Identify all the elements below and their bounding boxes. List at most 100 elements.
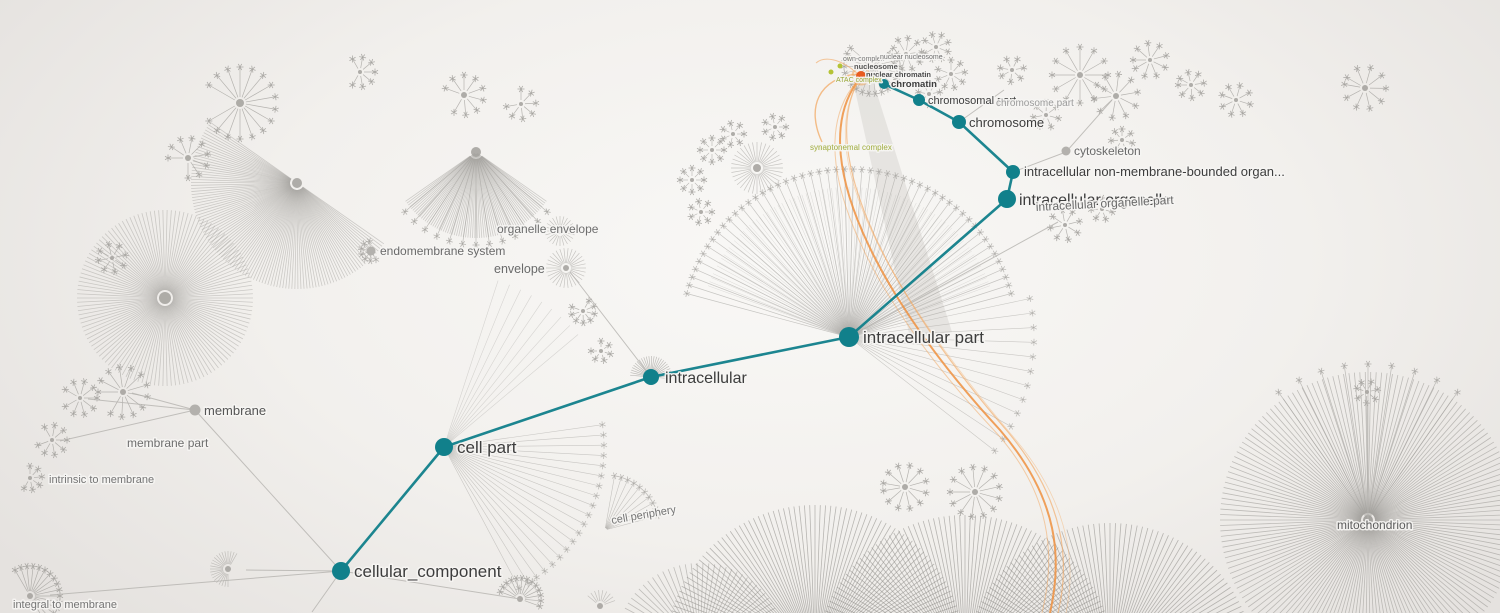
go-term-cluster[interactable]	[190, 121, 385, 289]
go-term-cluster[interactable]	[1087, 194, 1117, 223]
node-chromosomal-part[interactable]	[913, 94, 925, 106]
node-cell-part[interactable]	[435, 438, 453, 456]
cluster-core-node[interactable]	[731, 132, 735, 136]
cluster-core-node[interactable]	[1148, 58, 1152, 62]
cluster-core-node[interactable]	[1362, 85, 1368, 91]
node-label-membrane[interactable]: membrane	[203, 402, 268, 420]
go-term-cluster[interactable]	[61, 378, 101, 418]
cluster-core-node[interactable]	[690, 178, 694, 182]
go-term-cluster[interactable]	[1353, 378, 1382, 407]
go-term-cluster[interactable]	[545, 216, 575, 246]
cluster-core-node[interactable]	[185, 155, 191, 161]
node-intracellular-non-membrane-bounded-organelle[interactable]	[1006, 165, 1020, 179]
go-term-cluster[interactable]	[683, 165, 1015, 337]
go-term-cluster[interactable]	[921, 31, 952, 63]
node-label-cell-part[interactable]: cell part	[456, 437, 519, 459]
go-term-cluster[interactable]	[946, 463, 1003, 521]
node-label-cellular-component[interactable]: cellular_component	[353, 561, 504, 583]
go-term-cluster[interactable]	[441, 71, 487, 119]
go-term-cluster[interactable]	[401, 153, 551, 249]
cluster-core-node[interactable]	[949, 72, 953, 76]
node-chromosome[interactable]	[952, 115, 966, 129]
go-term-cluster[interactable]	[687, 197, 716, 227]
go-term-cluster[interactable]	[1340, 64, 1390, 112]
term-label-nuclear-chromatin[interactable]: nuclear chromatin	[865, 69, 933, 81]
cluster-core-node[interactable]	[563, 265, 569, 271]
cluster-core-node[interactable]	[1234, 98, 1238, 102]
go-term-cluster[interactable]	[587, 590, 616, 609]
go-term-cluster[interactable]	[676, 164, 708, 196]
cluster-core-node[interactable]	[236, 99, 244, 107]
go-term-cluster[interactable]	[568, 297, 599, 327]
cluster-core-node[interactable]	[1113, 93, 1119, 99]
cluster-core-node[interactable]	[27, 593, 33, 599]
cluster-core-node[interactable]	[519, 102, 523, 106]
go-term-cluster[interactable]	[11, 562, 64, 613]
cluster-core-node[interactable]	[927, 92, 931, 96]
highlight-dot[interactable]	[837, 63, 843, 69]
go-term-cluster[interactable]	[707, 187, 991, 337]
node-membrane[interactable]	[189, 404, 201, 416]
term-label-membrane-part[interactable]: membrane part	[126, 435, 211, 452]
go-term-cluster[interactable]	[934, 56, 969, 92]
go-term-cluster[interactable]	[34, 421, 71, 459]
go-term-cluster[interactable]	[357, 237, 380, 265]
go-term-cluster[interactable]	[1129, 39, 1170, 80]
cluster-core-node[interactable]	[1100, 207, 1104, 211]
node-label-cytoskeleton[interactable]: cytoskeleton	[1073, 143, 1143, 160]
node-endomembrane-system[interactable]	[366, 246, 376, 256]
go-term-cluster[interactable]	[1029, 98, 1063, 131]
go-term-cluster[interactable]	[444, 280, 579, 446]
cluster-core-node[interactable]	[1365, 390, 1369, 394]
node-label-chromosome[interactable]: chromosome	[968, 114, 1046, 132]
term-label-own-complex[interactable]: own-complex	[842, 55, 887, 65]
node-cytoskeleton[interactable]	[1061, 146, 1071, 156]
term-label-mitochondrion[interactable]: mitochondrion	[1336, 517, 1414, 534]
cluster-core-node[interactable]	[120, 389, 126, 395]
node-intracellular-organelle[interactable]	[998, 190, 1016, 208]
go-term-cluster[interactable]	[840, 44, 904, 98]
cluster-core-node[interactable]	[934, 45, 938, 49]
go-term-cluster[interactable]	[1046, 206, 1084, 244]
term-label-cell-periphery[interactable]: cell periphery	[609, 502, 679, 528]
node-intracellular[interactable]	[643, 369, 659, 385]
node-label-endomembrane-system[interactable]: endomembrane system	[379, 243, 507, 260]
node-label-intracellular[interactable]: intracellular	[664, 369, 749, 389]
go-term-cluster[interactable]	[444, 421, 608, 592]
go-term-cluster[interactable]	[1107, 125, 1137, 154]
node-cellular-component[interactable]	[332, 562, 350, 580]
go-term-cluster[interactable]	[1048, 43, 1112, 107]
go-term-cluster[interactable]	[20, 462, 46, 494]
cluster-core-node[interactable]	[1044, 113, 1048, 117]
go-term-cluster[interactable]	[850, 295, 1038, 455]
go-term-cluster[interactable]	[666, 505, 965, 613]
go-term-cluster[interactable]	[996, 55, 1028, 86]
node-label-intracellular-part[interactable]: intracellular part	[862, 327, 986, 349]
go-term-cluster[interactable]	[587, 337, 615, 365]
go-term-cluster[interactable]	[731, 142, 783, 194]
go-term-cluster[interactable]	[1275, 360, 1461, 519]
cluster-core-node[interactable]	[710, 148, 714, 152]
cluster-core-node[interactable]	[225, 566, 231, 572]
cluster-core-node[interactable]	[50, 438, 54, 442]
go-term-cluster[interactable]	[620, 563, 780, 613]
cluster-core-node[interactable]	[1010, 68, 1014, 72]
go-term-cluster[interactable]	[1220, 372, 1500, 613]
term-label-organelle-envelope[interactable]: organelle envelope	[496, 221, 601, 238]
term-label-nuclear-nucleosome[interactable]: nuclear nucleosome	[879, 53, 945, 63]
go-term-cluster[interactable]	[496, 574, 545, 610]
term-label-synaptonemal-complex[interactable]: synaptonemal complex	[809, 142, 894, 154]
node-label-intracellular-non-membrane-bounded-organelle[interactable]: intracellular non-membrane-bounded organ…	[1023, 163, 1287, 181]
go-term-cluster[interactable]	[816, 515, 1115, 613]
go-term-cluster[interactable]	[94, 240, 130, 276]
term-label-nucleosome[interactable]: nucleosome	[853, 61, 900, 73]
go-term-cluster[interactable]	[94, 363, 151, 421]
cluster-core-node[interactable]	[581, 309, 585, 313]
go-term-cluster[interactable]	[1218, 82, 1254, 118]
term-label-integral-to-membrane[interactable]: integral to membrane	[12, 598, 119, 613]
cluster-core-node[interactable]	[773, 125, 777, 129]
highlight-dot[interactable]	[845, 56, 851, 62]
cluster-core-node[interactable]	[557, 228, 563, 234]
node-label-chromosomal-part[interactable]: chromosomal part	[927, 94, 1018, 109]
